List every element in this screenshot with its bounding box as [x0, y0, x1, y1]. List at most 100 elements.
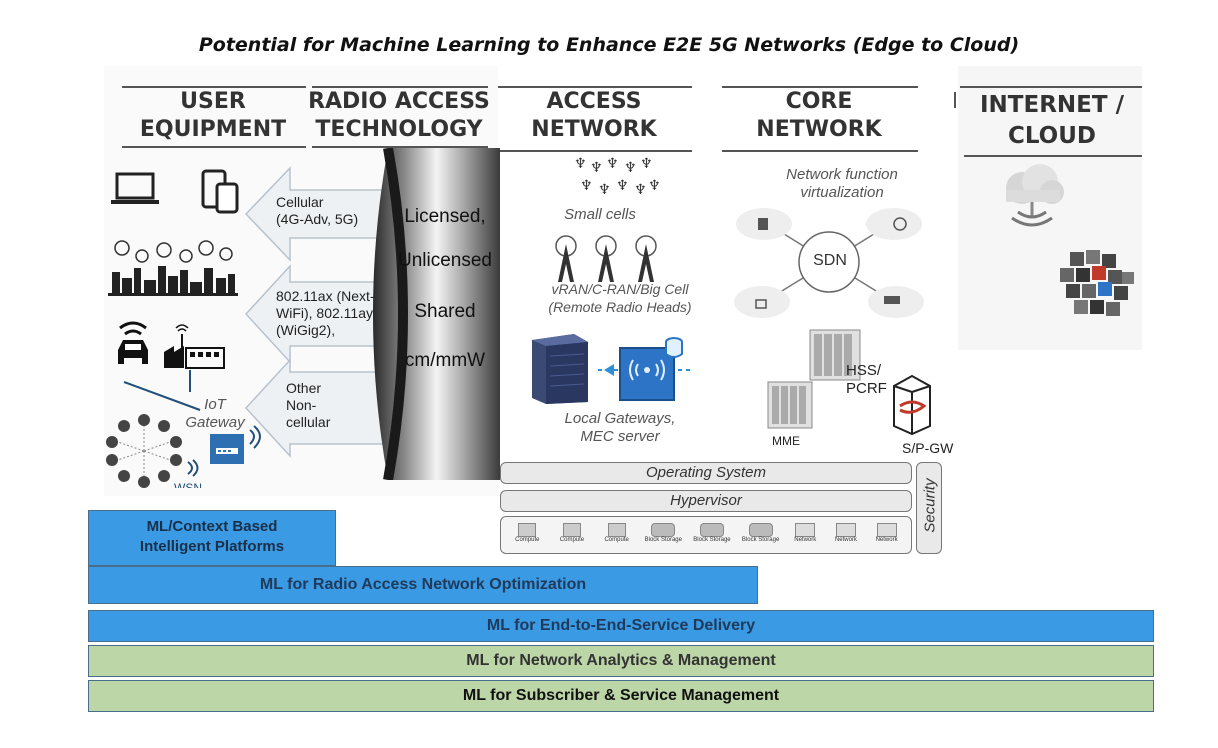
- vran-line: vRAN/C-RAN/Big Cell: [551, 281, 689, 297]
- security-label: Security: [921, 478, 939, 533]
- arrow-label-line: WiFi), 802.11ay: [276, 305, 373, 321]
- wsn-label: WSN: [174, 481, 202, 488]
- ml-analytics-bar: ML for Network Analytics & Management: [88, 645, 1154, 677]
- hss-rack-icon: [809, 329, 861, 381]
- factory-icon: [164, 324, 225, 369]
- header-rule: [312, 86, 488, 88]
- iot-gateway-line: Gateway: [185, 414, 245, 431]
- arrow-label-line: Cellular: [276, 194, 324, 210]
- header-rule: [122, 146, 306, 148]
- header-rule: [722, 86, 918, 88]
- ml-ran-bar: ML for Radio Access Network Optimization: [88, 566, 758, 604]
- header-line: INTERNET /: [980, 92, 1124, 118]
- header-rule: [122, 86, 306, 88]
- cell-tower-icon: [555, 235, 657, 282]
- small-cell-antennas-icon: ♆♆♆♆♆ ♆♆♆♆♆: [574, 156, 661, 198]
- arrow-cellular: [244, 166, 394, 262]
- storage-resource: Block Storage: [639, 523, 687, 543]
- resource-label: Block Storage: [693, 537, 731, 543]
- header-line: CORE: [785, 89, 853, 114]
- ml-context-platforms-bar: ML/Context Based Intelligent Platforms: [88, 510, 336, 566]
- header-line: NETWORK: [531, 117, 657, 142]
- header-rule: [498, 86, 692, 88]
- sdn-network-icon: [734, 208, 924, 318]
- arrow-label-line: 802.11ax (Next-G: [276, 288, 386, 304]
- app-cubes-icon: [1060, 250, 1134, 316]
- header-rule: [498, 150, 692, 152]
- mme-label: MME: [772, 434, 800, 448]
- server-icon: [532, 334, 588, 404]
- spgw-label: S/P-GW: [902, 440, 954, 456]
- header-internet-cloud: INTERNET / CLOUD: [962, 90, 1142, 152]
- header-line: RADIO ACCESS: [308, 89, 490, 114]
- header-rule: [964, 155, 1142, 157]
- arrow-other: [244, 358, 394, 458]
- mec-icon: [598, 337, 694, 401]
- nfv-label: Network function virtualization: [760, 166, 924, 202]
- hss-label: HSS/ PCRF: [846, 362, 896, 398]
- ml-context-line: ML/Context Based: [146, 518, 278, 535]
- compute-resource: Compute: [595, 523, 639, 543]
- svg-text:♆: ♆: [640, 156, 653, 172]
- compute-icon: [562, 523, 581, 537]
- mme-rack-icon: [767, 381, 813, 429]
- spectrum-mmw: cm/mmW: [404, 350, 486, 371]
- iot-gateway-line: IoT: [204, 396, 226, 413]
- svg-text:♆: ♆: [624, 160, 637, 176]
- small-cells-label: Small cells: [564, 206, 636, 223]
- svg-text:♆: ♆: [580, 178, 593, 194]
- nfv-line: Network function: [786, 166, 898, 183]
- header-line: ACCESS: [546, 89, 642, 114]
- resource-label: Compute: [515, 537, 540, 543]
- wifi-signal-icon: [187, 459, 199, 477]
- resource-label: Compute: [604, 537, 629, 543]
- header-line: CLOUD: [1007, 123, 1097, 149]
- arrow-wifi-label: 802.11ax (Next-G WiFi), 802.11ay (WiGig2…: [276, 288, 396, 339]
- resource-label: Compute: [559, 537, 585, 543]
- hss-line: PCRF: [846, 380, 887, 397]
- header-line: TECHNOLOGY: [315, 117, 483, 142]
- gateway-line: MEC server: [580, 428, 660, 445]
- ml-context-line: Intelligent Platforms: [139, 538, 285, 555]
- security-layer: Security: [916, 462, 942, 554]
- gateway-router-icon: [210, 425, 261, 464]
- connector-lines: [123, 370, 201, 411]
- arrow-label-line: Non-: [286, 397, 317, 413]
- operating-system-layer: Operating System: [500, 462, 912, 484]
- header-line: USER: [180, 89, 246, 114]
- laptop-icon: [111, 172, 159, 204]
- spectrum-licensed: Licensed,: [404, 206, 486, 227]
- header-user-equipment: USER EQUIPMENT: [118, 88, 308, 144]
- header-access-network: ACCESS NETWORK: [504, 88, 684, 144]
- smart-city-icon: [108, 240, 238, 296]
- network-icon: [795, 523, 816, 537]
- storage-icon: [748, 523, 773, 537]
- vran-line: (Remote Radio Heads): [548, 299, 692, 315]
- resource-label: Block Storage: [741, 537, 780, 543]
- cloud-icon: [1006, 164, 1064, 227]
- spectrum-drum: [373, 148, 500, 480]
- header-divider: [954, 92, 956, 108]
- storage-resource: Block Storage: [688, 523, 736, 543]
- arrow-label-line: Other: [286, 380, 322, 396]
- ml-subscriber-bar: ML for Subscriber & Service Management: [88, 680, 1154, 712]
- arrow-label-line: cellular: [286, 414, 331, 430]
- resource-label: Block Storage: [644, 537, 682, 543]
- spgw-icon: [893, 374, 931, 436]
- header-line: EQUIPMENT: [139, 117, 287, 142]
- svg-text:♆: ♆: [616, 178, 629, 194]
- resource-label: Network: [794, 537, 817, 543]
- diagram-title: Potential for Machine Learning to Enhanc…: [198, 34, 1020, 56]
- network-resource: Network: [867, 523, 907, 543]
- gateway-line: Local Gateways,: [564, 410, 676, 427]
- spectrum-unlicensed: Unlicensed: [398, 250, 492, 271]
- ml-e2e-bar: ML for End-to-End-Service Delivery: [88, 610, 1154, 642]
- svg-text:♆: ♆: [574, 156, 587, 172]
- header-radio-access: RADIO ACCESS TECHNOLOGY: [306, 88, 492, 144]
- gateway-label: Local Gateways, MEC server: [540, 410, 700, 446]
- resource-row: Compute Compute Compute Block Storage Bl…: [501, 517, 911, 543]
- compute-icon: [607, 523, 626, 537]
- resource-label: Network: [875, 537, 898, 543]
- header-rule: [312, 146, 488, 148]
- nfv-line: virtualization: [800, 184, 884, 201]
